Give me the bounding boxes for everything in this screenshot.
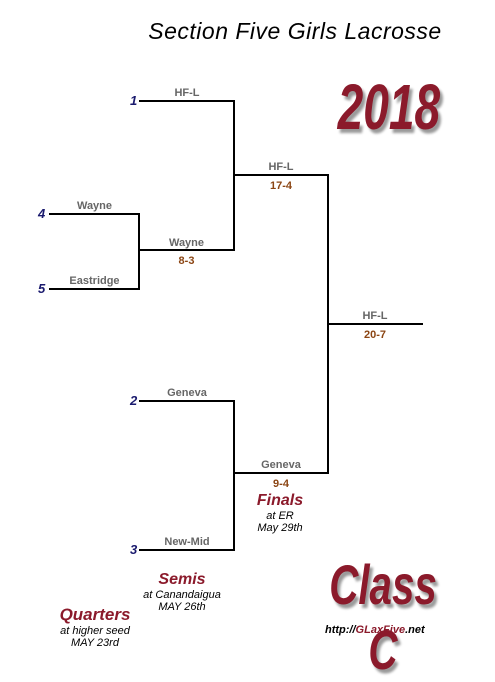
website-link[interactable]: http://GLaxFive.net <box>325 624 425 636</box>
quarters-round-label: Quarters at higher seed MAY 23rd <box>40 605 150 649</box>
website-prefix: http:// <box>325 624 356 636</box>
semis-title: Semis <box>158 571 206 588</box>
team-hfl-semi: HF-L <box>268 161 294 173</box>
finals-venue: at ER <box>266 510 294 522</box>
team-geneva-quarter: Geneva <box>167 387 207 399</box>
page-title: Section Five Girls Lacrosse <box>148 18 442 44</box>
seed-2: 2 <box>130 393 138 408</box>
finals-title: Finals <box>256 492 304 509</box>
score-hfl-semi: 17-4 <box>269 180 293 192</box>
seed-5: 5 <box>38 281 46 296</box>
team-wayne-quarter: Wayne <box>76 200 113 212</box>
team-newmid-quarter: New-Mid <box>164 536 210 548</box>
seed-4: 4 <box>38 206 46 221</box>
semis-date: MAY 26th <box>158 601 206 613</box>
team-champion: HF-L <box>362 310 388 322</box>
class-label: Class C <box>329 553 437 681</box>
finals-date: May 29th <box>257 522 303 534</box>
website-suffix: .net <box>405 624 425 636</box>
semis-venue: at Canandaigua <box>143 589 221 601</box>
website-brand: GLaxFive <box>355 624 406 636</box>
semis-round-label: Semis at Canandaigua MAY 26th <box>122 571 242 613</box>
score-final: 20-7 <box>363 329 387 341</box>
team-eastridge-quarter: Eastridge <box>69 275 120 287</box>
quarters-venue: at higher seed <box>60 625 130 637</box>
team-geneva-semi: Geneva <box>261 459 301 471</box>
year-label: 2018 <box>337 71 441 143</box>
seed-3: 3 <box>130 542 138 557</box>
finals-round-label: Finals at ER May 29th <box>225 492 335 534</box>
score-wayne-eastridge: 8-3 <box>178 255 195 267</box>
team-wayne-advance: Wayne <box>168 237 205 249</box>
score-geneva-semi: 9-4 <box>273 478 289 490</box>
seed-1: 1 <box>130 93 138 108</box>
quarters-date: MAY 23rd <box>71 637 119 649</box>
team-hfl-quarter: HF-L <box>174 87 200 99</box>
quarters-title: Quarters <box>59 605 131 624</box>
